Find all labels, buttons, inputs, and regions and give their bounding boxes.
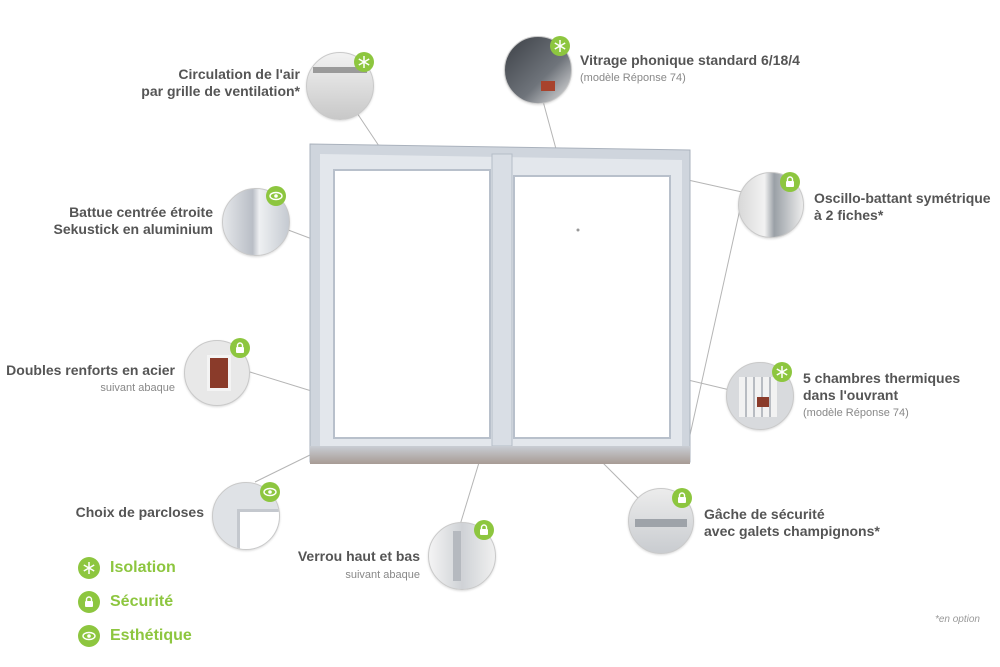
connector-renforts — [249, 371, 319, 394]
feature-title: Vitrage phonique standard 6/18/4 — [580, 52, 800, 68]
parclose-profile — [237, 509, 279, 549]
connector-oscillo-2 — [689, 199, 743, 436]
eye-icon — [269, 191, 283, 201]
footnote: *en option — [934, 614, 980, 625]
securite-badge — [474, 520, 494, 540]
securite-badge — [672, 488, 692, 508]
feature-title-line2: à 2 fiches* — [814, 207, 884, 223]
eye-icon — [263, 487, 277, 497]
glazing-seal — [541, 81, 555, 91]
grille-slot — [313, 67, 367, 73]
feature-title: Doubles renforts en acier — [6, 362, 175, 378]
window-sill — [310, 446, 690, 464]
lock-icon — [786, 176, 794, 187]
feature-title: 5 chambres thermiques — [803, 370, 961, 386]
feature-oscillo: Oscillo-battant symétrique à 2 fiches* — [814, 190, 994, 224]
isolation-badge — [550, 36, 570, 56]
left-glass-pane — [333, 169, 491, 439]
snowflake-icon — [776, 366, 788, 378]
window-illustration — [309, 143, 691, 464]
feature-circulation: Circulation de l'air par grille de venti… — [80, 66, 300, 100]
parcloses-thumbnail — [212, 482, 280, 550]
feature-vitrage: Vitrage phonique standard 6/18/4 — [580, 52, 840, 69]
isolation-badge — [354, 52, 374, 72]
security-strike — [635, 519, 687, 527]
isolation-badge — [772, 362, 792, 382]
feature-battue: Battue centrée étroite Sekustick en alum… — [20, 204, 214, 238]
connector-oscillo — [687, 179, 743, 193]
feature-renforts: Doubles renforts en acier — [0, 362, 175, 379]
esthetique-badge — [260, 482, 280, 502]
steel-reinforcement — [207, 355, 231, 391]
feature-title: Circulation de l'air — [178, 66, 300, 82]
legend-securite: Sécurité — [78, 590, 173, 614]
lock-rod — [453, 531, 461, 581]
connector-parcloses — [254, 454, 311, 483]
feature-title-line2: par grille de ventilation* — [141, 83, 300, 99]
feature-subtitle: (modèle Réponse 74) — [803, 407, 909, 419]
lock-icon — [85, 596, 93, 607]
feature-subtitle: (modèle Réponse 74) — [580, 72, 686, 84]
center-mullion — [491, 153, 513, 447]
feature-title-line2: avec galets champignons* — [704, 523, 880, 539]
connector-chambres — [687, 379, 731, 391]
snowflake-icon — [358, 56, 370, 68]
feature-title-line2: Sekustick en aluminium — [53, 221, 214, 237]
feature-title: Choix de parcloses — [75, 504, 204, 520]
right-glass-pane — [513, 175, 671, 439]
legend-esthetique: Esthétique — [78, 624, 192, 648]
feature-subtitle: suivant abaque — [100, 382, 175, 394]
esthetique-badge — [266, 186, 286, 206]
snowflake-icon — [83, 562, 95, 574]
feature-title: Battue centrée étroite — [69, 204, 213, 220]
feature-gache: Gâche de sécurité avec galets champignon… — [704, 506, 904, 540]
feature-subtitle: suivant abaque — [345, 569, 420, 581]
feature-title: Verrou haut et bas — [297, 548, 420, 564]
legend-esthetique-badge — [78, 625, 100, 647]
lock-icon — [480, 524, 488, 535]
eye-icon — [82, 631, 96, 641]
legend-label: Esthétique — [110, 627, 192, 644]
lock-icon — [236, 342, 244, 353]
legend-label: Isolation — [110, 559, 176, 576]
feature-title-line2: dans l'ouvrant — [803, 387, 899, 403]
glass-pointer-dot — [576, 228, 580, 232]
lock-icon — [678, 492, 686, 503]
chamber-reinforcement — [757, 397, 769, 407]
legend-securite-badge — [78, 591, 100, 613]
connector-gache — [597, 457, 641, 501]
snowflake-icon — [554, 40, 566, 52]
feature-chambres: 5 chambres thermiques dans l'ouvrant — [803, 370, 993, 404]
feature-title: Oscillo-battant symétrique — [814, 190, 991, 206]
legend-isolation: Isolation — [78, 556, 176, 580]
securite-badge — [780, 172, 800, 192]
legend-isolation-badge — [78, 557, 100, 579]
feature-title: Gâche de sécurité — [704, 506, 825, 522]
feature-parcloses: Choix de parcloses — [0, 504, 204, 521]
legend-label: Sécurité — [110, 593, 174, 610]
feature-verrou: Verrou haut et bas — [240, 548, 420, 565]
securite-badge — [230, 338, 250, 358]
